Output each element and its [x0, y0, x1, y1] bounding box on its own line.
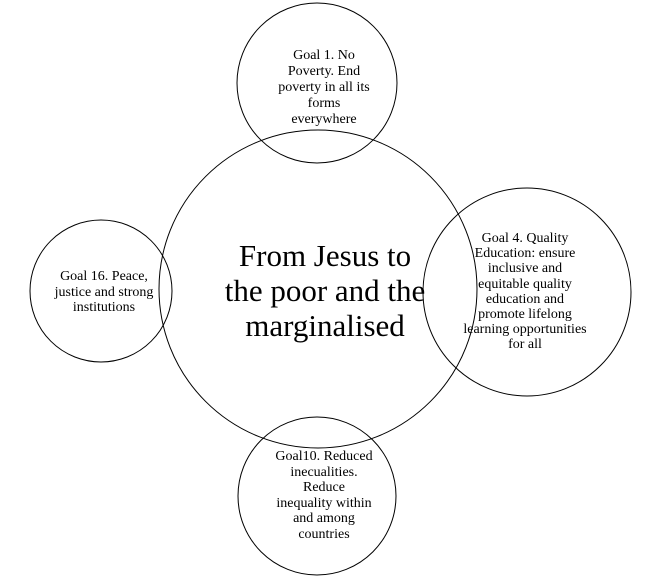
- goal10-circle: [237, 416, 397, 576]
- goal10-label: Goal10. Reduced inecualities. Reduce ine…: [275, 449, 373, 542]
- goal1-circle: [236, 2, 398, 164]
- goal4-circle: [422, 187, 632, 397]
- central-title: From Jesus to the poor and the marginali…: [224, 238, 426, 343]
- central-circle: [158, 129, 478, 449]
- goal16-circle: [29, 219, 173, 363]
- goal1-label: Goal 1. No Poverty. End poverty in all i…: [278, 48, 370, 127]
- goal16-label: Goal 16. Peace, justice and strong insti…: [54, 269, 154, 315]
- goal4-label: Goal 4. Quality Education: ensure inclus…: [463, 231, 587, 353]
